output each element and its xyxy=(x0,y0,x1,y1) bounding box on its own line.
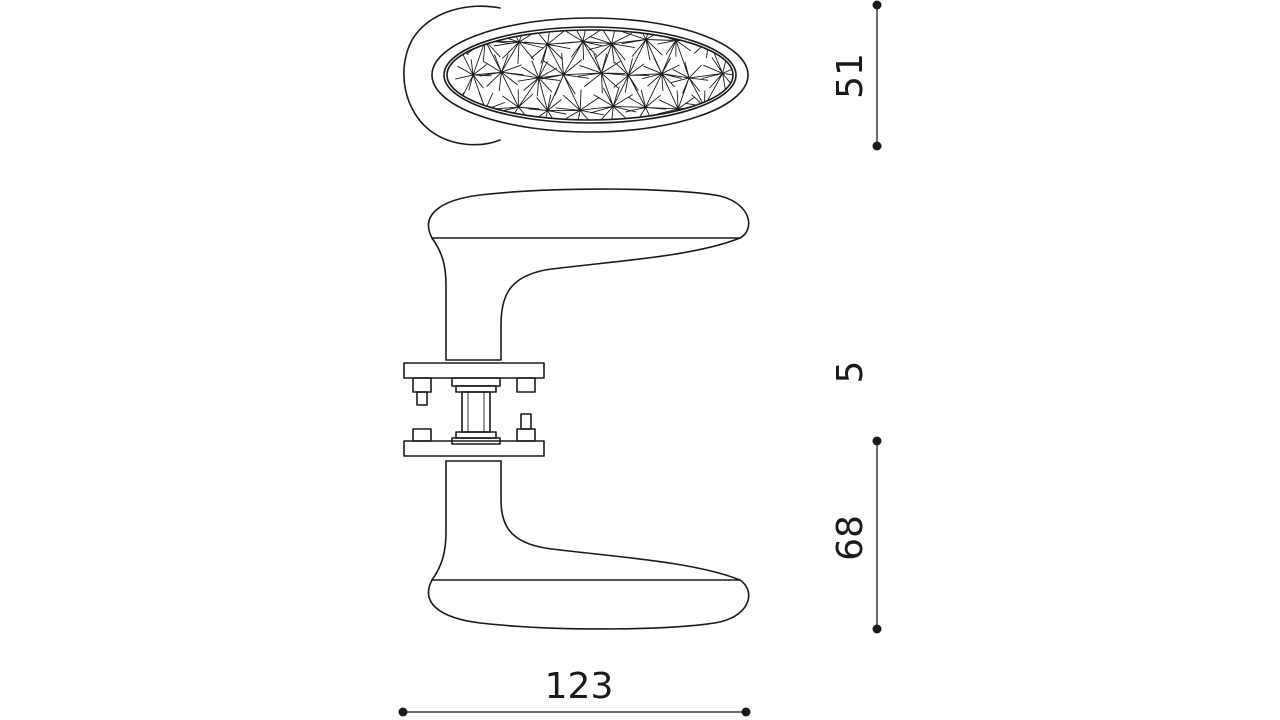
upper-rose-plate xyxy=(403,362,545,379)
lower-rose-plate xyxy=(403,440,545,457)
spindle xyxy=(461,391,491,433)
upper-screw-right xyxy=(516,377,536,393)
lower-handle-grip xyxy=(427,579,750,630)
upper-screw-left xyxy=(412,377,432,393)
lower-handle xyxy=(427,460,750,630)
lower-screw-left xyxy=(412,428,432,442)
upper-handle-grip xyxy=(427,188,750,239)
lower-screw-right-pin xyxy=(520,413,532,430)
dimension-handle-height-label: 68 xyxy=(830,515,871,561)
upper-collar-ring xyxy=(455,385,497,393)
upper-handle-neck xyxy=(431,237,741,361)
lower-screw-right xyxy=(516,428,536,442)
dimension-top-height-label: 51 xyxy=(830,53,871,99)
dimension-handle-height: 68 xyxy=(830,436,882,634)
dimension-total-width: 123 xyxy=(398,666,751,717)
dimension-total-width-label: 123 xyxy=(545,666,614,707)
top-view xyxy=(403,5,749,146)
upper-screw-left-pin xyxy=(416,391,428,406)
dimension-gap-label: 5 xyxy=(830,361,871,384)
lower-collar-ring xyxy=(455,431,497,439)
upper-collar xyxy=(451,377,501,387)
mechanism xyxy=(403,362,545,457)
upper-handle xyxy=(427,188,750,361)
lower-handle-neck xyxy=(431,460,741,581)
top-view-inner-oval xyxy=(443,26,737,124)
top-view-rose xyxy=(403,5,501,146)
dimension-top-height: 51 xyxy=(830,0,882,151)
dimension-gap: 5 xyxy=(830,361,871,384)
